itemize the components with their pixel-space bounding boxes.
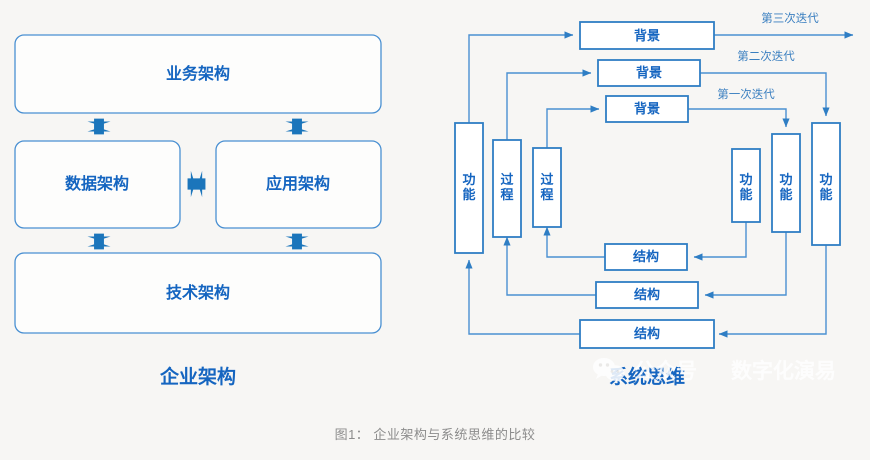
box-process-2[interactable]: 过程 [532,147,562,228]
right-diagram-title: 系统思维 [609,365,685,388]
box-process-1-shape [492,139,522,238]
edge-function-left-to-context-3 [468,31,574,123]
box-process-1[interactable]: 过程 [492,139,522,238]
box-data-architecture-label: 数据架构 [65,174,129,193]
box-structure-1[interactable]: 结构 [604,243,688,271]
right-diagram-connections [465,31,854,338]
iteration-3-label: 第三次迭代 [761,11,819,25]
left-diagram: 业务架构 数据架构 应用架构 技术架构 企业架构 [14,34,382,388]
box-application-architecture-label: 应用架构 [266,174,330,193]
edge-context-1-to-function-right-2 [688,108,790,128]
box-context-3[interactable]: 背景 [579,21,715,50]
edge-context-2-to-function-right-3 [700,72,830,117]
edge-structure-2-to-process-1 [503,236,596,296]
box-function-left-1[interactable]: 功能 [454,122,484,254]
connector-business-application-icon [285,118,309,135]
box-function-right-2-label: 功能 [779,172,792,202]
box-function-left-1-label: 功能 [462,172,475,202]
edge-process-1-to-context-2 [506,69,592,140]
edge-function-right-3-to-structure-3 [718,245,827,338]
box-function-right-3[interactable]: 功能 [811,122,841,246]
left-diagram-title: 企业架构 [159,365,236,388]
box-function-right-1[interactable]: 功能 [731,148,761,223]
box-context-3-shape [579,21,715,50]
box-technology-architecture[interactable]: 技术架构 [14,252,382,334]
iteration-1-label: 第一次迭代 [717,87,775,101]
connector-data-technology-icon [87,233,111,250]
box-process-2-label: 过程 [540,172,553,202]
box-context-2[interactable]: 背景 [597,59,701,87]
connector-business-data-icon [87,118,111,135]
edge-function-right-1-to-structure-1 [693,222,747,261]
box-business-architecture-label: 业务架构 [166,64,230,83]
box-structure-2-label: 结构 [634,287,660,302]
box-context-1[interactable]: 背景 [605,95,689,123]
box-structure-2-shape [595,281,699,309]
box-function-right-1-shape [731,148,761,223]
box-function-right-3-label: 功能 [819,172,832,202]
box-function-left-1-shape [454,122,484,254]
box-technology-architecture-label: 技术架构 [166,283,230,302]
edge-process-2-to-context-1 [546,105,600,148]
figure-caption: 图1： 企业架构与系统思维的比较 [334,427,536,442]
box-application-architecture-shape [215,140,382,229]
box-process-2-shape [532,147,562,228]
edge-function-right-2-to-structure-2 [704,232,787,299]
box-business-architecture-shape [14,34,382,114]
box-function-right-2[interactable]: 功能 [771,133,801,233]
box-structure-3-label: 结构 [634,326,660,341]
box-function-right-2-shape [771,133,801,233]
box-context-2-shape [597,59,701,87]
box-application-architecture[interactable]: 应用架构 [215,140,382,229]
box-context-2-label: 背景 [636,65,662,80]
box-data-architecture[interactable]: 数据架构 [14,140,181,229]
iteration-2-label: 第二次迭代 [737,49,795,63]
box-business-architecture[interactable]: 业务架构 [14,34,382,114]
box-function-right-3-shape [811,122,841,246]
edge-structure-3-to-function-left [465,259,580,335]
box-process-1-label: 过程 [500,172,513,202]
box-structure-1-label: 结构 [633,249,659,264]
box-context-1-label: 背景 [634,101,660,116]
connector-data-application-icon [187,170,206,198]
edge-structure-1-to-process-2 [543,226,605,258]
box-structure-1-shape [604,243,688,271]
connector-application-technology-icon [285,233,309,250]
box-context-3-label: 背景 [634,28,660,43]
box-data-architecture-shape [14,140,181,229]
box-structure-3[interactable]: 结构 [579,319,715,349]
box-function-right-1-label: 功能 [739,172,752,202]
box-technology-architecture-shape [14,252,382,334]
box-structure-2[interactable]: 结构 [595,281,699,309]
box-context-1-shape [605,95,689,123]
right-diagram: 第三次迭代 第二次迭代 第一次迭代 背景 背景 背景 功能 [454,11,854,388]
box-structure-3-shape [579,319,715,349]
